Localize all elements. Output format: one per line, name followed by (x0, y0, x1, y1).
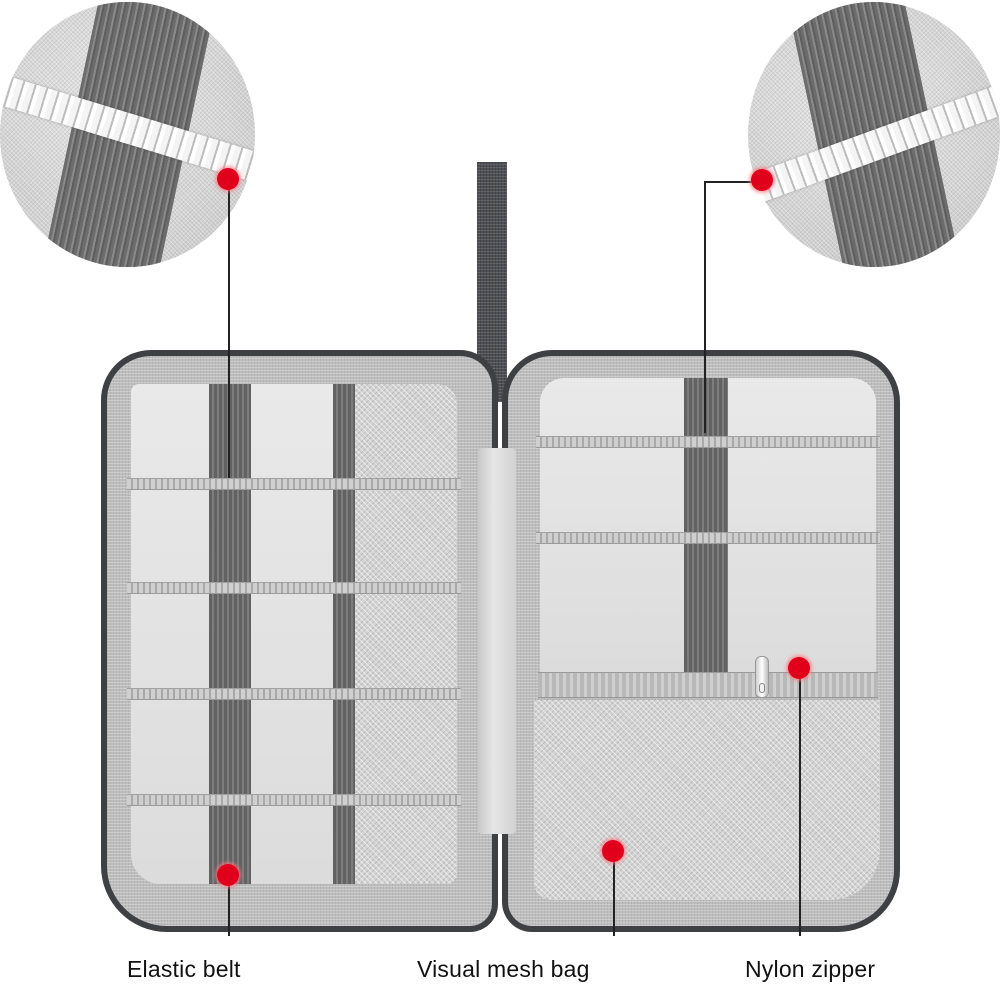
elastic-band (536, 532, 880, 544)
left-lining (107, 356, 492, 926)
elastic-strip (333, 384, 355, 884)
elastic-band (127, 478, 461, 490)
callout-dot-top-left (217, 168, 239, 190)
callout-dot-elastic-belt (217, 864, 239, 886)
bag-spine (478, 448, 516, 834)
mesh-pocket (534, 700, 880, 900)
leader-line-elastic-belt (228, 876, 230, 936)
zoom-detail-top-right (748, 2, 1000, 267)
elastic-band (536, 436, 880, 448)
elastic-band (127, 582, 461, 594)
bag-left-half (101, 350, 498, 932)
callout-dot-mesh-bag (602, 840, 624, 862)
leader-line-mesh-bag (613, 852, 615, 936)
elastic-band (127, 794, 461, 806)
left-mesh-area (343, 384, 457, 884)
elastic-band (127, 688, 461, 700)
zoom-detail-top-left (0, 2, 255, 267)
bag-right-half (502, 350, 900, 932)
zipper-pull-icon (755, 656, 769, 698)
label-elastic-belt: Elastic belt (127, 956, 241, 982)
callout-dot-nylon-zipper (788, 657, 810, 679)
right-lining (508, 356, 894, 926)
label-visual-mesh-bag: Visual mesh bag (417, 956, 590, 982)
leader-line-top-left (228, 182, 230, 478)
leader-line-top-right-v (704, 181, 706, 433)
callout-dot-top-right (751, 169, 773, 191)
elastic-strip (684, 378, 728, 674)
nylon-zipper-track (538, 672, 878, 698)
leader-line-nylon-zipper (799, 668, 801, 936)
leader-line-top-right-h (704, 181, 762, 183)
label-nylon-zipper: Nylon zipper (745, 956, 876, 982)
elastic-strip (209, 384, 251, 884)
